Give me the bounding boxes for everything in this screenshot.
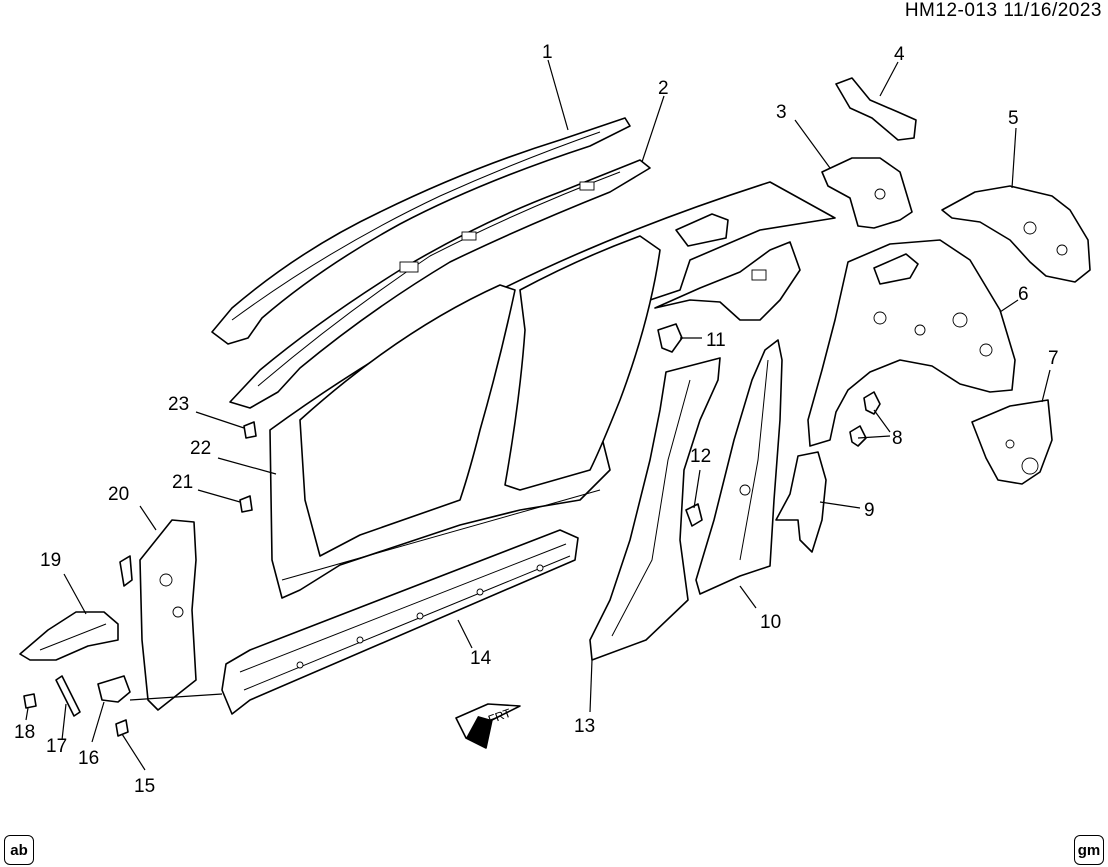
callout-6: 6 <box>1018 284 1029 305</box>
part-16-hinge <box>97 675 131 703</box>
part-15-fastener <box>115 719 129 737</box>
body-side-outer-panel <box>269 181 836 599</box>
part-21-clip <box>239 495 253 513</box>
part-2-roof-rail-inner <box>229 159 651 409</box>
callout-19: 19 <box>40 550 61 571</box>
leader-lines <box>25 59 1051 771</box>
part-8-clips <box>849 391 881 447</box>
part-20-pillar-lower <box>119 519 197 711</box>
part-13-pillar-outer <box>589 357 721 661</box>
part-14-rocker-panel <box>221 529 579 715</box>
part-11-bracket <box>657 323 683 353</box>
part-17-rod <box>55 675 81 717</box>
rear-upper-reinforcement <box>654 241 801 321</box>
callout-8: 8 <box>892 428 903 449</box>
callout-15: 15 <box>134 776 155 797</box>
part-9-bracket <box>775 451 827 553</box>
part-1-roof-rail-outer <box>211 117 631 345</box>
callout-2: 2 <box>658 78 669 99</box>
part-18-fastener <box>23 693 37 709</box>
callout-18: 18 <box>14 722 35 743</box>
callout-21: 21 <box>172 472 193 493</box>
callout-11: 11 <box>706 330 726 351</box>
callout-12: 12 <box>690 446 711 467</box>
callout-16: 16 <box>78 748 99 769</box>
part-6-wheelhouse-panel <box>807 239 1016 447</box>
callout-20: 20 <box>108 484 129 505</box>
part-4-hinge-bracket <box>835 77 917 141</box>
diagram-reference: HM12-013 11/16/2023 <box>904 0 1102 21</box>
callout-1: 1 <box>542 42 553 63</box>
part-3-quarter-bracket <box>821 157 913 229</box>
callout-17: 17 <box>46 736 67 757</box>
callout-13: 13 <box>574 716 595 737</box>
callout-9: 9 <box>864 500 875 521</box>
part-7-rear-panel <box>971 399 1053 485</box>
callout-10: 10 <box>760 612 781 633</box>
callout-7: 7 <box>1048 348 1059 369</box>
front-orientation-arrow-icon: FRT <box>455 703 521 749</box>
callout-5: 5 <box>1008 108 1019 129</box>
callout-labels: 1 2 3 4 5 6 7 8 9 10 11 12 13 14 15 16 1… <box>14 42 1059 797</box>
callout-4: 4 <box>894 44 905 65</box>
callout-23: 23 <box>168 394 189 415</box>
part-10-pillar-inner <box>695 339 783 595</box>
gm-logo-icon: gm <box>1074 835 1104 865</box>
ab-badge-icon: ab <box>4 835 34 865</box>
callout-3: 3 <box>776 102 787 123</box>
part-23-clip <box>243 421 257 439</box>
callout-14: 14 <box>470 648 492 669</box>
part-5-rear-rail <box>941 185 1091 283</box>
callout-22: 22 <box>190 438 211 459</box>
part-19-hinge-pillar-bracket <box>19 611 119 661</box>
